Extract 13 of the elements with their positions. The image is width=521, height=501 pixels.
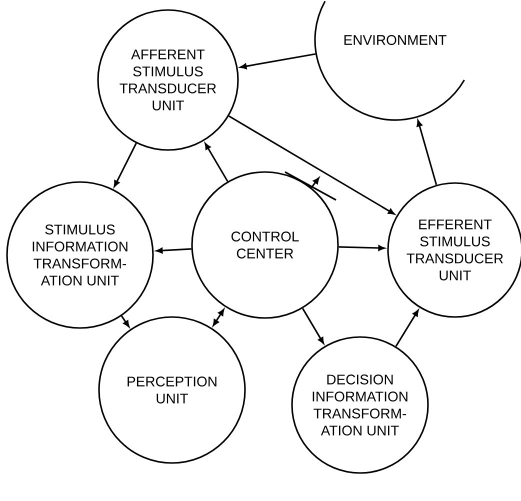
arrow [212,309,224,326]
arrow [240,53,316,70]
environment-arc: ENVIRONMENT [314,0,465,121]
arrow [120,316,130,328]
arrow [114,142,137,188]
arrow [156,248,192,254]
arrow [338,245,385,251]
arrow [204,142,228,182]
arrow [310,177,320,188]
arrow [416,120,438,186]
arrow [395,310,419,347]
arrow [302,308,324,344]
arrow [228,115,395,215]
